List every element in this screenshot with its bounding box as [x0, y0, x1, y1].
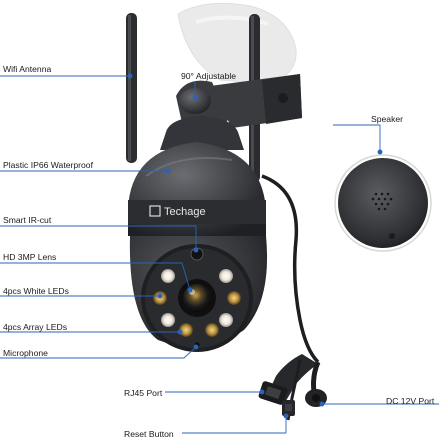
speaker-inset [334, 154, 432, 252]
label-array-leds: 4pcs Array LEDs [3, 322, 67, 332]
label-plastic-waterproof: Plastic IP66 Waterproof [3, 160, 93, 170]
label-hd-lens: HD 3MP Lens [3, 252, 57, 262]
label-dc-port: DC 12V Port [386, 396, 435, 406]
white-led [161, 313, 175, 327]
wall-bracket [210, 74, 302, 128]
reset-button-part [282, 359, 302, 421]
label-smart-ir-cut: Smart IR-cut [3, 215, 52, 225]
array-led [205, 323, 219, 337]
label-speaker: Speaker [371, 114, 404, 124]
brand-band [128, 200, 266, 224]
label-adjustable: 90° Adjustable [181, 71, 237, 81]
label-white-leds: 4pcs White LEDs [3, 286, 69, 296]
white-led [161, 269, 175, 283]
rj45-connector [258, 354, 318, 405]
adjust-joint [179, 88, 211, 114]
antenna-left [126, 13, 137, 163]
label-microphone: Microphone [3, 348, 48, 358]
brand-name: Techage [164, 206, 206, 218]
label-wifi-antenna: Wifi Antenna [3, 64, 52, 74]
array-leds [153, 291, 241, 337]
white-led [219, 269, 233, 283]
leader-lines [0, 73, 439, 434]
label-rj45-port: RJ45 Port [124, 388, 163, 398]
lens [183, 284, 211, 312]
ghost-dome [177, 2, 297, 85]
array-led [227, 291, 241, 305]
array-led [179, 323, 193, 337]
upper-housing [160, 116, 244, 150]
label-reset-button: Reset Button [124, 429, 174, 439]
brand-logo-icon [149, 205, 161, 217]
cable [261, 174, 320, 364]
white-led [219, 313, 233, 327]
speaker-grille [371, 192, 393, 211]
white-leds [161, 269, 233, 327]
